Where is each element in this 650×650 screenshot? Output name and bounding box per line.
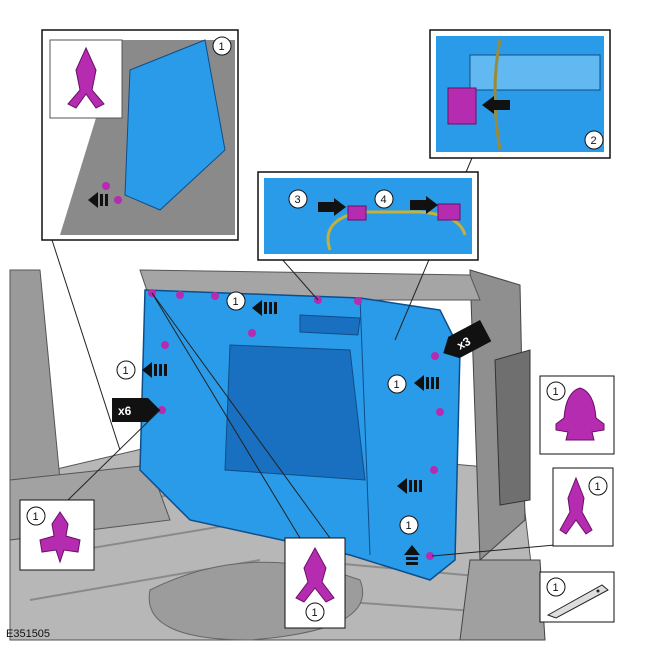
figure-id: E351505 [6, 628, 51, 640]
svg-text:1: 1 [595, 481, 601, 493]
svg-text:1: 1 [553, 386, 559, 398]
arrow-left-icon [88, 192, 108, 208]
multiplier-left-text: x6 [118, 404, 132, 418]
svg-text:1: 1 [553, 582, 559, 594]
svg-text:1: 1 [312, 607, 318, 619]
callout-connector-a: 3 [288, 189, 308, 209]
svg-text:1: 1 [394, 379, 400, 391]
pushpin-icon [555, 387, 605, 441]
multiplier-right-text: x3 [455, 334, 474, 353]
callouts: 1 2 3 4 1 1 1 1 [26, 36, 608, 622]
svg-text:1: 1 [33, 511, 39, 523]
clip-marker [436, 408, 444, 416]
clip-icon [295, 546, 335, 603]
clip-marker [211, 292, 219, 300]
clip-icon [67, 46, 105, 109]
svg-text:1: 1 [219, 41, 225, 53]
trim-panel [139, 289, 461, 581]
trim-tool-icon [546, 584, 609, 619]
callout-inset-top-right: 2 [584, 130, 604, 150]
multiplier-left: x6 [112, 398, 160, 422]
arrow-right-icon [410, 196, 438, 214]
clip-marker [430, 466, 438, 474]
icon-box-trim-tool [539, 571, 615, 623]
callout-icon-clip-left: 1 [26, 506, 46, 526]
callout-connector-b: 4 [374, 189, 394, 209]
clip-marker [176, 291, 184, 299]
multiplier-arrow-shape [443, 320, 492, 359]
clip-marker [426, 552, 434, 560]
arrow-up-icon [404, 545, 420, 565]
clip-marker [354, 297, 362, 305]
clip-icon [559, 476, 593, 535]
inset-blue-trim [124, 39, 226, 211]
callout-panel-right-mid: 1 [387, 374, 407, 394]
callout-icon-clip-center: 1 [305, 602, 325, 622]
inset-bracket [469, 54, 601, 91]
trim-panel-recess [224, 344, 366, 481]
clip-marker [158, 406, 166, 414]
callout-inset-top-left: 1 [212, 36, 232, 56]
svg-text:2: 2 [591, 135, 597, 147]
trim-panel-fold [359, 297, 371, 556]
clip-marker [161, 341, 169, 349]
clip-icon [39, 511, 81, 564]
svg-text:3: 3 [295, 194, 301, 206]
inset-top-right [429, 29, 611, 159]
arrow-left-icon [252, 300, 277, 316]
harness-wire [493, 39, 502, 151]
arrow-left-icon [397, 478, 422, 494]
right-tail-lamp-area [494, 349, 531, 506]
multiplier-right: x3 [443, 320, 492, 359]
svg-text:1: 1 [123, 365, 129, 377]
clip-marker [431, 352, 439, 360]
callout-icon-pushpin-right: 1 [546, 381, 566, 401]
svg-text:1: 1 [233, 296, 239, 308]
removal-arrows [142, 300, 439, 565]
connector-icon [347, 205, 367, 221]
left-side-wall [9, 269, 61, 501]
callout-panel-left: 1 [116, 360, 136, 380]
callout-icon-clip-right: 1 [588, 476, 608, 496]
inset-top-left [41, 29, 239, 241]
rear-bumper-right [459, 559, 546, 641]
multiplier-arrow-shape [112, 398, 160, 422]
svg-text:4: 4 [381, 194, 387, 206]
clip-marker [102, 182, 110, 190]
clip-marker [248, 329, 256, 337]
clip-marker [114, 196, 122, 204]
arrow-left-icon [142, 362, 167, 378]
arrow-left-icon [414, 375, 439, 391]
connector-icon [447, 87, 477, 125]
callout-panel-top: 1 [226, 291, 246, 311]
callout-icon-tool: 1 [546, 577, 566, 597]
arrow-right-icon [318, 198, 346, 216]
panel-clip-markers [148, 289, 444, 560]
tool-hole [596, 589, 600, 593]
trim-panel-handle [299, 314, 361, 336]
arrow-left-icon [482, 96, 510, 114]
svg-text:1: 1 [406, 520, 412, 532]
callout-panel-right-low: 1 [399, 515, 419, 535]
inset-connectors [257, 171, 479, 261]
connector-icon [437, 203, 461, 221]
